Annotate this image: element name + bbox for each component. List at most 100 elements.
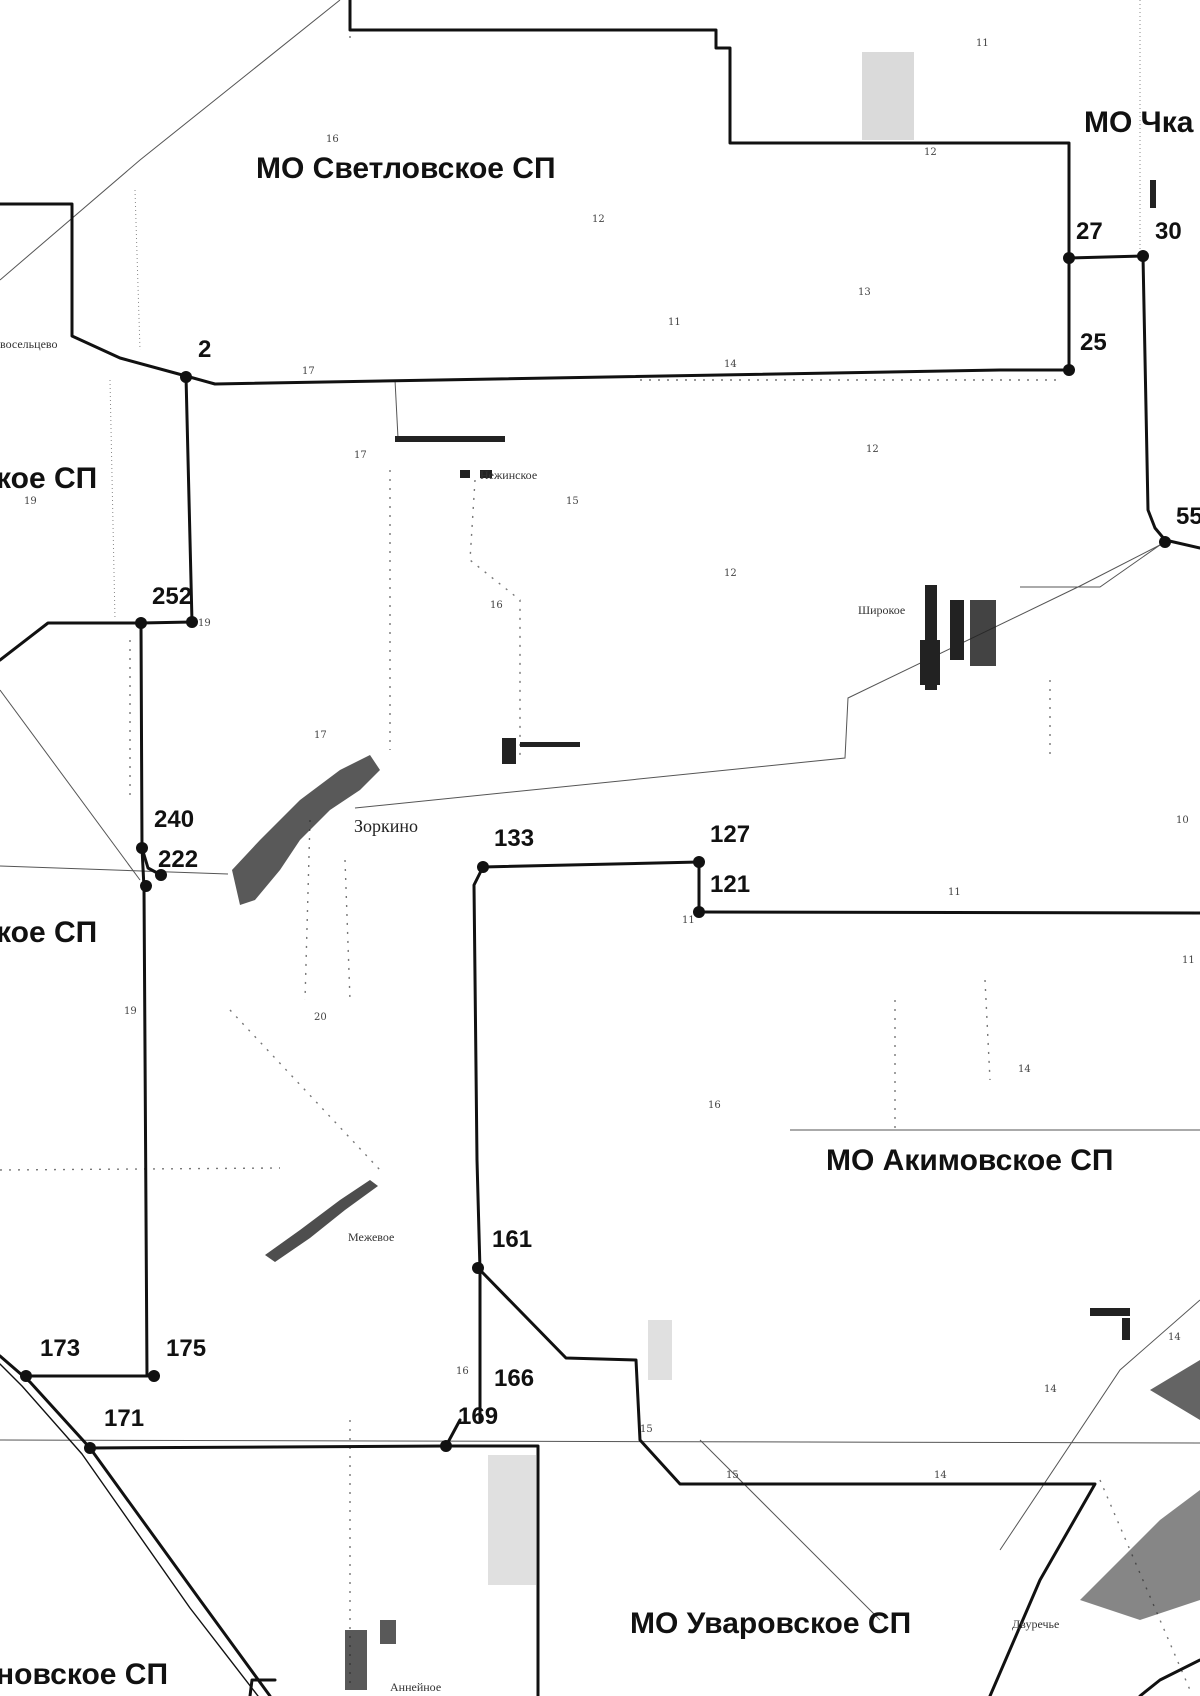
- point-labels: 2 27 30 25 55 252 240 222 133 127 121 16…: [40, 218, 1200, 1432]
- label-222: 222: [158, 846, 198, 873]
- boundary-27-30: [1067, 254, 1145, 260]
- elev-mark: 14: [1044, 1384, 1057, 1395]
- node-240: [136, 842, 148, 854]
- orchard-patches: [488, 52, 914, 1585]
- node-27: [1063, 252, 1075, 264]
- node-169: [440, 1440, 452, 1452]
- elev-mark: 11: [976, 38, 989, 49]
- elev-mark: 12: [592, 214, 605, 225]
- region-left-mid: кое СП: [0, 916, 97, 949]
- node-173: [20, 1370, 32, 1382]
- node-252b: [186, 616, 198, 628]
- elev-mark: 11: [668, 317, 681, 328]
- elev-mark: 20: [314, 1012, 327, 1023]
- settlement-zorkino: Зоркино: [354, 816, 418, 836]
- node-127: [693, 856, 705, 868]
- background-lines: [0, 0, 1200, 1621]
- boundary-161-uvarovskoe: [478, 1268, 1097, 1696]
- settlement-nezhinskoe: Нежинское: [480, 468, 537, 482]
- settlement-novoseltsevo: восельцево: [0, 337, 57, 351]
- boundary-right-bottom: [1138, 1658, 1200, 1696]
- node-30: [1137, 250, 1149, 262]
- elev-mark: 15: [640, 1424, 653, 1435]
- settlement-dvurechye: Двуречье: [1012, 1617, 1059, 1631]
- elev-mark: 14: [724, 359, 737, 370]
- node-2: [180, 371, 192, 383]
- elev-mark: 10: [1176, 815, 1189, 826]
- label-169: 169: [458, 1403, 498, 1430]
- region-left-bottom: новское СП: [0, 1658, 168, 1691]
- label-161: 161: [492, 1226, 532, 1253]
- node-25: [1063, 364, 1075, 376]
- label-27: 27: [1076, 218, 1103, 245]
- node-121: [693, 906, 705, 918]
- elev-mark: 12: [866, 444, 879, 455]
- label-240: 240: [154, 806, 194, 833]
- settlement-shirokoe: Широкое: [858, 603, 905, 617]
- elev-mark: 16: [456, 1366, 469, 1377]
- elev-mark: 12: [924, 147, 937, 158]
- settlement-anneynoe: Аннейное: [390, 1680, 441, 1694]
- elev-mark: 13: [858, 287, 871, 298]
- boundary-bottom-left: [248, 1678, 277, 1696]
- region-uvarovskoe: МО Уваровское СП: [630, 1607, 911, 1640]
- region-left-top: кое СП: [0, 462, 97, 495]
- boundary-30-55: [1141, 254, 1200, 550]
- label-173: 173: [40, 1335, 80, 1362]
- elev-mark: 19: [124, 1006, 137, 1017]
- label-166: 166: [494, 1365, 534, 1392]
- region-svetlovskoe: МО Светловское СП: [256, 152, 556, 185]
- boundary-2-252: [184, 374, 194, 624]
- node-133: [477, 861, 489, 873]
- elevation-marks: 16 12 12 11 13 11 14 17 17 19 15 12 12 1…: [24, 38, 1195, 1481]
- elev-mark: 14: [934, 1470, 947, 1481]
- node-55: [1159, 536, 1171, 548]
- node-175: [148, 1370, 160, 1382]
- region-chka: МО Чка: [1084, 106, 1194, 139]
- elev-mark: 11: [682, 915, 695, 926]
- elev-mark: 19: [198, 618, 211, 629]
- label-252: 252: [152, 583, 192, 610]
- elev-mark: 16: [708, 1100, 721, 1111]
- boundary-121-east: [697, 910, 1200, 915]
- label-25: 25: [1080, 329, 1107, 356]
- elev-mark: 14: [1168, 1332, 1181, 1343]
- elev-mark: 19: [24, 496, 37, 507]
- boundary-252-240-175: [139, 621, 149, 1378]
- elev-mark: 16: [490, 600, 503, 611]
- node-161: [472, 1262, 484, 1274]
- settlement-mezhevoe: Межевое: [348, 1230, 394, 1244]
- node-222b: [140, 880, 152, 892]
- boundary-svetlovskoe-top: [0, 0, 1071, 386]
- elev-mark: 17: [354, 450, 367, 461]
- boundary-133-127: [472, 860, 701, 1422]
- node-171: [84, 1442, 96, 1454]
- node-252: [135, 617, 147, 629]
- district-labels: МО Светловское СП МО Чка кое СП кое СП М…: [0, 106, 1194, 1691]
- boundary-252-west: [0, 620, 194, 662]
- boundary-railway-b: [0, 1363, 259, 1696]
- elev-mark: 12: [724, 568, 737, 579]
- label-133: 133: [494, 825, 534, 852]
- region-akimovskoe: МО Акимовское СП: [826, 1144, 1113, 1177]
- label-55: 55: [1176, 503, 1200, 530]
- elev-mark: 17: [302, 366, 315, 377]
- boundary-171-169: [88, 1444, 540, 1696]
- label-2: 2: [198, 336, 211, 363]
- elev-mark: 15: [726, 1470, 739, 1481]
- settlement-buildings: [232, 180, 1200, 1690]
- label-127: 127: [710, 821, 750, 848]
- label-30: 30: [1155, 218, 1182, 245]
- elev-mark: 17: [314, 730, 327, 741]
- elev-mark: 11: [1182, 955, 1195, 966]
- elev-mark: 15: [566, 496, 579, 507]
- elev-mark: 14: [1018, 1064, 1031, 1075]
- label-175: 175: [166, 1335, 206, 1362]
- settlement-labels: Зоркино Широкое Нежинское Межевое Аннейн…: [0, 337, 1059, 1694]
- node-222: [155, 869, 167, 881]
- elev-mark: 16: [326, 134, 339, 145]
- label-171: 171: [104, 1405, 144, 1432]
- label-121: 121: [710, 871, 750, 898]
